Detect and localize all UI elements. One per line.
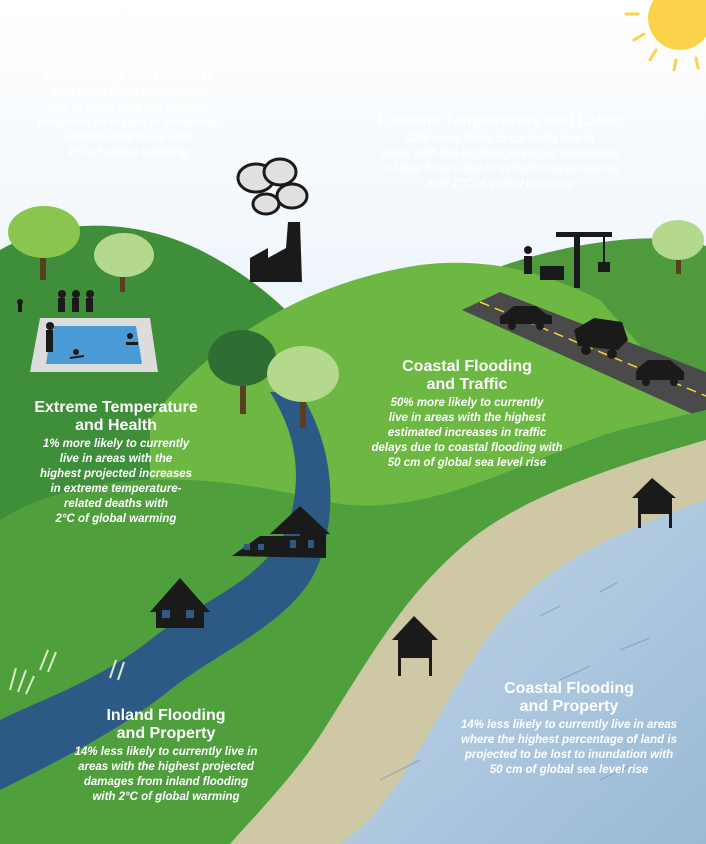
house-inland-icon [232,506,330,558]
factory-icon [236,157,309,282]
tree-middle-dark-icon [208,330,276,414]
pool-icon [30,318,158,372]
tree-right-icon [652,220,704,274]
labor-title: Extreme Temperature and Labor [377,112,623,129]
temp-health-text: 1% more likely to currently live in area… [39,438,193,525]
reeds-icon [9,649,125,695]
river [0,392,331,790]
coastal-property-title: Coastal Flooding and Property [504,680,634,715]
temp-health-block: Extreme Temperature and Health 1% more l… [6,399,226,527]
air-quality-title: Air Quality and Health [44,66,212,83]
inland-flooding-text: 14% less likely to currently live in are… [74,746,258,803]
house-river-icon [150,578,210,628]
stilt-house-2-icon [392,616,438,676]
car-2-icon [636,360,684,386]
people-icon [46,290,94,352]
air-quality-block: Air Quality and Health 10% more likely t… [14,66,242,161]
coastal-property-block: Coastal Flooding and Property 14% less l… [438,680,700,778]
tree-left-2-icon [94,233,154,292]
inland-flooding-title: Inland Flooding and Property [106,707,226,742]
labor-block: Extreme Temperature and Labor 43% more l… [340,112,660,192]
temp-health-title: Extreme Temperature and Health [34,399,198,434]
sun-icon [624,0,706,72]
sea [340,500,706,844]
traffic-title: Coastal Flooding and Traffic [402,358,532,393]
tree-middle-light-icon [267,346,339,428]
inland-flooding-block: Inland Flooding and Property 14% less li… [54,707,278,805]
tree-left-icon [8,206,80,280]
labor-text: 43% more likely to currently live in are… [381,133,619,190]
coastal-property-text: 14% less likely to currently live in are… [460,719,678,776]
construction-crane-icon [524,232,612,288]
stilt-house-icon [632,478,676,528]
car-icon [500,306,552,330]
traffic-text: 50% more likely to currently live in are… [371,397,563,469]
air-quality-text: 10% more likely to currently live in are… [38,87,218,159]
traffic-block: Coastal Flooding and Traffic 50% more li… [362,358,572,471]
truck-icon [574,318,628,359]
sprinkler-icon [17,299,23,312]
